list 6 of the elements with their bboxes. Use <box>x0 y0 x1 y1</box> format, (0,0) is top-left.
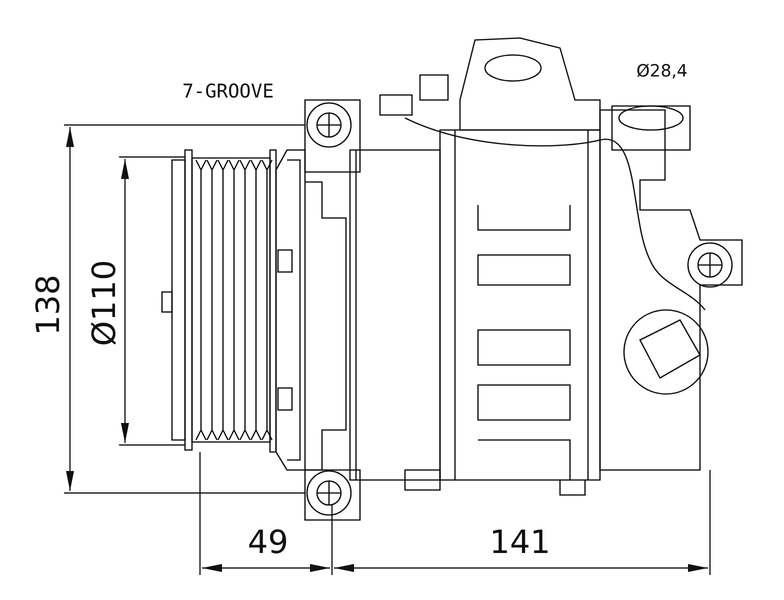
annotation-text: 7-GROOVE <box>182 82 274 102</box>
dimension-value: 138 <box>32 274 64 336</box>
dimension-value: Ø110 <box>88 260 120 346</box>
dimension-value: 49 <box>248 526 288 558</box>
annotation-text: Ø28,4 <box>636 64 688 80</box>
dimension-value: 141 <box>489 526 551 558</box>
